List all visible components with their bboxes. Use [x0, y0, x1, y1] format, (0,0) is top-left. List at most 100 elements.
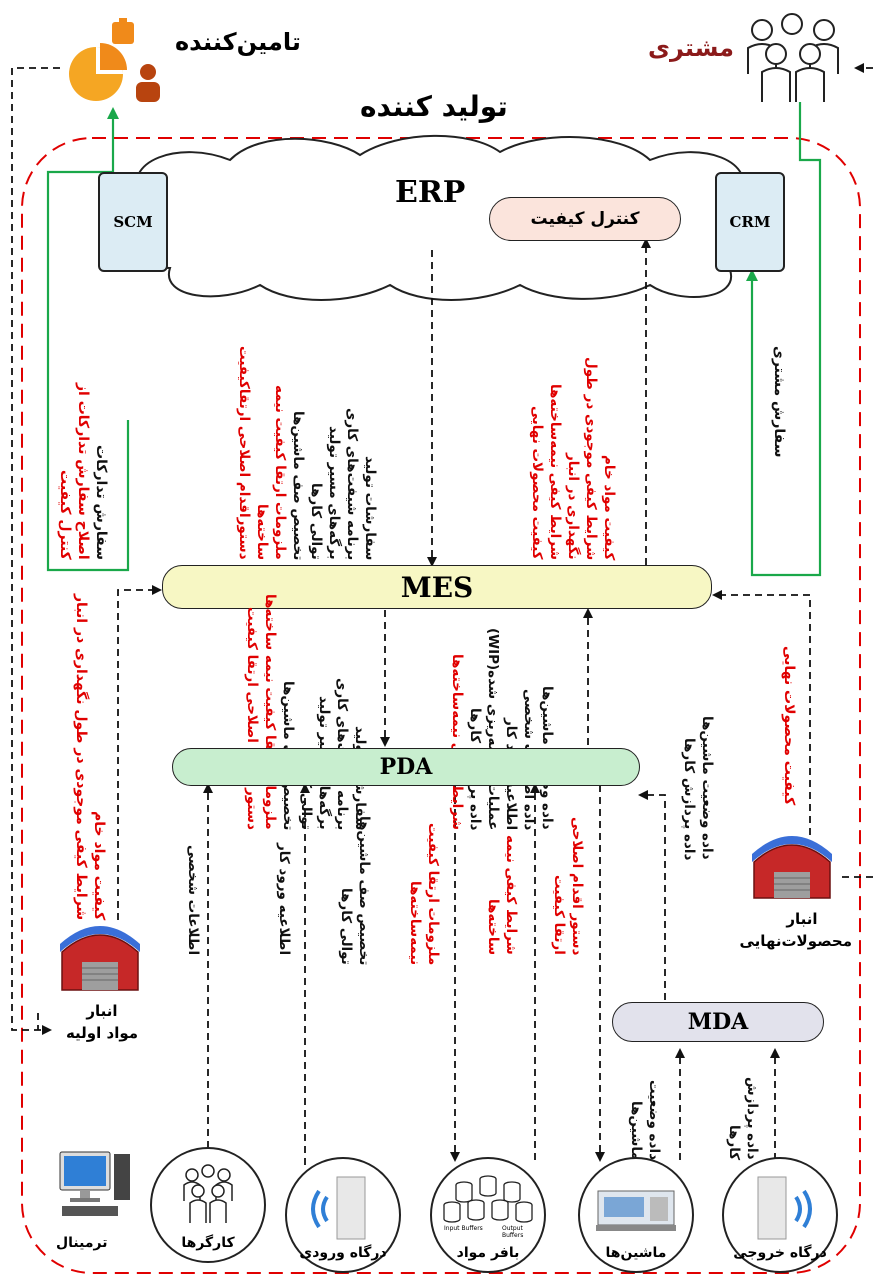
mes-to-pda-line: دستور اقدام اصلاحی ارتقا کیفیت [244, 607, 260, 830]
supply-order-line: سفارش تدارکات [93, 444, 109, 560]
mda-to-pda-line: داده پردازش کارها [681, 737, 697, 860]
supply-order-line: کنترل کیفیت [57, 470, 73, 560]
semi-quality-line: شرایط کیفی نیمه [503, 835, 519, 955]
mes-to-pda-line: برگه‌های مسیر تولید [316, 696, 332, 830]
buffer-circle: Input Buffers Output Buffers بافر مواد [430, 1157, 546, 1273]
raw-warehouse-line: انبار [86, 1002, 118, 1020]
mes-to-erp-line: کیفیت محصولات نهایی [529, 406, 545, 560]
erp-to-mes-line: ساخته‌ها [254, 503, 270, 560]
mda-to-pda-text: داده وضعیت ماشین‌ها داده پردازش کارها [680, 660, 716, 860]
supplier-icon [62, 18, 172, 104]
exit-gate-label: درگاه خروجی [733, 1245, 827, 1261]
input-buffers-label: Input Buffers [444, 1225, 483, 1232]
customer-order-text: سفارش مشتری [770, 298, 788, 458]
personal-info-text: اطلاعات شخصی [184, 795, 202, 955]
customer-label: مشتری [648, 34, 735, 62]
erp-to-mes-line: تخصیص صف ماشین‌ها [290, 410, 306, 560]
scm-label: SCM [113, 213, 153, 231]
page-title: تولید کننده [360, 90, 508, 123]
machines-circle: ماشین‌ها [578, 1157, 694, 1273]
pda-to-mes-line: عملیات برنامه‌ریزی شده(WIP) [485, 627, 501, 830]
mda-bar: MDA [612, 1002, 824, 1042]
mes-bar: MES [162, 565, 712, 609]
supply-order-text: سفارش تدارکات اصلاح سفارش تدارکات از کنت… [56, 300, 110, 560]
supplier-label: تامین‌کننده [175, 28, 301, 56]
final-warehouse-label: انبار محصولات‌نهایی [739, 908, 853, 952]
raw-quality-line: کیفیت مواد خام [91, 810, 107, 920]
mes-label: MES [400, 570, 474, 604]
erp-to-mes-line: توالی کارها [308, 483, 324, 560]
erp-to-mes-line: سفارشات تولید [362, 455, 378, 560]
workers-circle: کارگرها [150, 1147, 266, 1263]
mes-to-erp-line: نگهداری در انبار [565, 453, 581, 560]
entry-gate-label: درگاه ورودی [299, 1245, 387, 1261]
crm-box: CRM [715, 172, 785, 272]
queue-alloc-line: توالی کارها [338, 888, 354, 965]
work-entry-text: اطلاعیه ورود کار [275, 795, 293, 955]
final-quality-line: کیفیت محصولات نهایی [781, 645, 797, 805]
erp-to-mes-line: دستوراقدام اصلاحی ارتقاکیفیت [236, 346, 252, 560]
pda-label: PDA [379, 754, 433, 780]
scm-box: SCM [98, 172, 168, 272]
terminal-icon [54, 1148, 134, 1226]
buffer-label: بافر مواد [456, 1245, 520, 1261]
raw-quality-text: کیفیت مواد خام شرایط کیفی موجودی در طول … [72, 593, 108, 920]
pda-to-mes-line: داده اطلاعات شخصی [521, 688, 537, 830]
erp-label: ERP [395, 175, 466, 210]
machines-label: ماشین‌ها [605, 1245, 667, 1261]
final-quality-text: کیفیت محصولات نهایی [780, 605, 798, 805]
terminal-label: ترمینال [56, 1235, 108, 1251]
supply-order-line: اصلاح سفارش تدارکات از [75, 383, 91, 560]
corrective-line: دستور اقدام اصلاحی [569, 816, 585, 955]
queue-alloc-text: تخصیص صف ماشین‌ها توالی کارها [337, 795, 373, 965]
raw-warehouse-label: انبار مواد اولیه [52, 1000, 152, 1044]
crm-label: CRM [729, 213, 771, 231]
semi-quality-text: شرایط کیفی نیمه ساخته‌ها [484, 795, 520, 955]
mes-to-erp-line: شرایط کیفی نیمه‌ساخته‌ها [547, 384, 563, 560]
work-entry-line: اطلاعیه ورود کار [276, 842, 292, 955]
customer-group-icon [732, 10, 852, 110]
machine-status-text: داده وضعیت ماشین‌ها [627, 1050, 663, 1160]
mda-label: MDA [687, 1009, 749, 1035]
erp-to-mes-text: سفارشات تولید برنامه شیفت‌های کاری برگه‌… [235, 290, 379, 560]
erp-to-mes-line: برگه‌های مسیر تولید [326, 426, 342, 560]
pda-bar: PDA [172, 748, 640, 786]
quality-control-label: کنترل کیفیت [530, 209, 640, 229]
machine-status-line: ماشین‌ها [628, 1101, 644, 1160]
quality-control-box: کنترل کیفیت [489, 197, 681, 241]
mda-to-pda-line: داده وضعیت ماشین‌ها [699, 716, 715, 860]
queue-alloc-line: تخصیص صف ماشین‌ها [356, 815, 372, 965]
quality-req-line: ملزومات ارتقا کیفیت [425, 822, 441, 965]
erp-to-mes-line: برنامه شیفت‌های کاری [344, 407, 360, 560]
final-warehouse-line: محصولات‌نهایی [739, 932, 853, 950]
pda-to-mes-line: شرایط کیفی نیمه‌ساخته‌ها [449, 654, 465, 830]
machine-status-line: داده وضعیت [646, 1079, 662, 1160]
process-data-line: داده پردازش [744, 1077, 760, 1160]
quality-req-line: نیمه‌ساخته‌ها [407, 880, 423, 965]
raw-quality-line: شرایط کیفی موجودی در طول نگهداری در انبا… [73, 593, 89, 920]
workers-label: کارگرها [181, 1235, 235, 1251]
final-warehouse-line: انبار [786, 910, 818, 928]
erp-to-mes-line: ملزومات ارتقا کیفیت نیمه [272, 385, 288, 560]
raw-warehouse-icon [56, 922, 144, 994]
final-warehouse-icon [748, 832, 836, 902]
output-buffers-label: Output Buffers [502, 1225, 524, 1239]
customer-order-line: سفارش مشتری [771, 346, 787, 458]
mes-to-erp-line: کیفیت مواد خام [601, 454, 617, 560]
mes-to-erp-line: شرایط کیفی موجودی در طول [583, 356, 599, 560]
process-data-line: کارها [726, 1124, 742, 1160]
exit-gate-circle: درگاه خروجی [722, 1157, 838, 1273]
mes-to-erp-text: کیفیت مواد خام شرایط کیفی موجودی در طول … [528, 290, 618, 560]
process-data-text: داده پردازش کارها [725, 1050, 761, 1160]
raw-warehouse-line: مواد اولیه [65, 1024, 139, 1042]
entry-gate-circle: درگاه ورودی [285, 1157, 401, 1273]
personal-info-line: اطلاعات شخصی [185, 844, 201, 955]
corrective-line: ارتقا کیفیت [551, 875, 567, 955]
pda-to-mes-line: داده پردازش کارها [467, 707, 483, 830]
producer-boundary [21, 137, 861, 1274]
corrective-text: دستور اقدام اصلاحی ارتقا کیفیت [550, 795, 586, 955]
quality-req-text: ملزومات ارتقا کیفیت نیمه‌ساخته‌ها [406, 795, 442, 965]
mes-to-pda-line: توالی کارها [298, 753, 314, 830]
semi-quality-line: ساخته‌ها [485, 898, 501, 955]
